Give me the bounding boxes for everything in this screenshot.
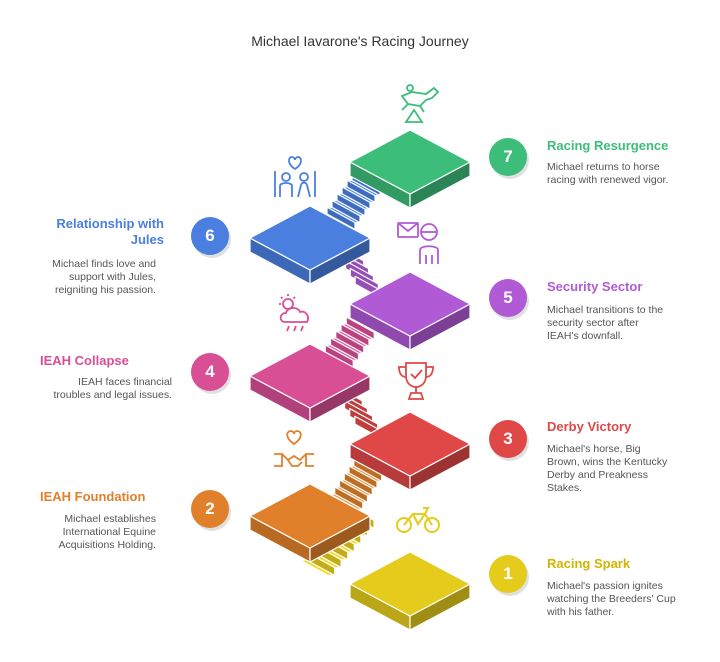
stage-7-description: Michael returns to horse racing with ren… <box>547 161 669 186</box>
stage-4-badge: 4 <box>191 353 229 391</box>
flight-4-step-1-riser <box>329 337 360 361</box>
flight-6-step-3-riser <box>341 186 371 210</box>
stage-4-title: IEAH Collapse <box>40 353 129 368</box>
stage-2-badge: 2 <box>191 490 229 528</box>
flight-2-step-2-riser <box>343 472 373 496</box>
landing-7-top <box>349 129 471 195</box>
stage-5-badge: 5 <box>489 279 527 317</box>
stage-5-title: Security Sector <box>547 279 643 294</box>
trophy-icon <box>398 362 434 400</box>
landing-4-top <box>249 343 371 409</box>
stage-7-title: Racing Resurgence <box>547 138 669 153</box>
stage-6-description: Michael finds love and support with Jule… <box>52 258 156 296</box>
flight-2-step-0-riser <box>334 486 364 510</box>
landing-1-top <box>349 551 471 617</box>
flight-4-step-2-riser <box>335 330 365 354</box>
stage-3-description: Michael's horse, Big Brown, wins the Ken… <box>547 443 668 494</box>
landing-5-top <box>349 271 471 337</box>
storm-cloud-icon <box>279 294 309 332</box>
flight-6-step-0-riser <box>326 206 356 230</box>
motorbike-icon <box>396 507 440 533</box>
security-officer-icon <box>397 222 439 264</box>
landing-3-top <box>349 411 471 477</box>
stage-6-badge: 6 <box>191 217 229 255</box>
handshake-heart-icon <box>274 430 314 467</box>
flight-6-step-1-riser <box>331 199 361 224</box>
stage-1-description: Michael's passion ignites watching the B… <box>547 580 676 618</box>
stage-4-description: IEAH faces financial troubles and legal … <box>53 376 173 401</box>
page-title: Michael Iavarone's Racing Journey <box>251 33 469 49</box>
flight-6-step-2-riser <box>336 193 366 217</box>
stage-2-description: Michael establishes International Equine… <box>58 513 156 551</box>
stage-2-title: IEAH Foundation <box>40 489 146 504</box>
stage-1-title: Racing Spark <box>547 556 631 571</box>
flight-4-step-4-riser <box>345 316 375 340</box>
landing-2-top <box>249 483 371 549</box>
stage-3-badge: 3 <box>489 420 527 458</box>
flight-6-step-4-riser <box>346 179 376 203</box>
stage-5-description: Michael transitions to the security sect… <box>547 304 664 342</box>
flight-4-step-3-riser <box>340 323 370 347</box>
landing-6-top <box>249 205 371 271</box>
flight-2-step-1-riser <box>338 479 369 503</box>
couple-heart-icon <box>274 156 316 198</box>
stage-6-title: Relationship with Jules <box>56 216 164 247</box>
stage-3-title: Derby Victory <box>547 419 632 434</box>
stage-7-badge: 7 <box>489 138 527 176</box>
stage-1-badge: 1 <box>489 555 527 593</box>
jumping-horse-icon <box>400 84 440 123</box>
flight-2-step-3-riser <box>348 465 378 489</box>
